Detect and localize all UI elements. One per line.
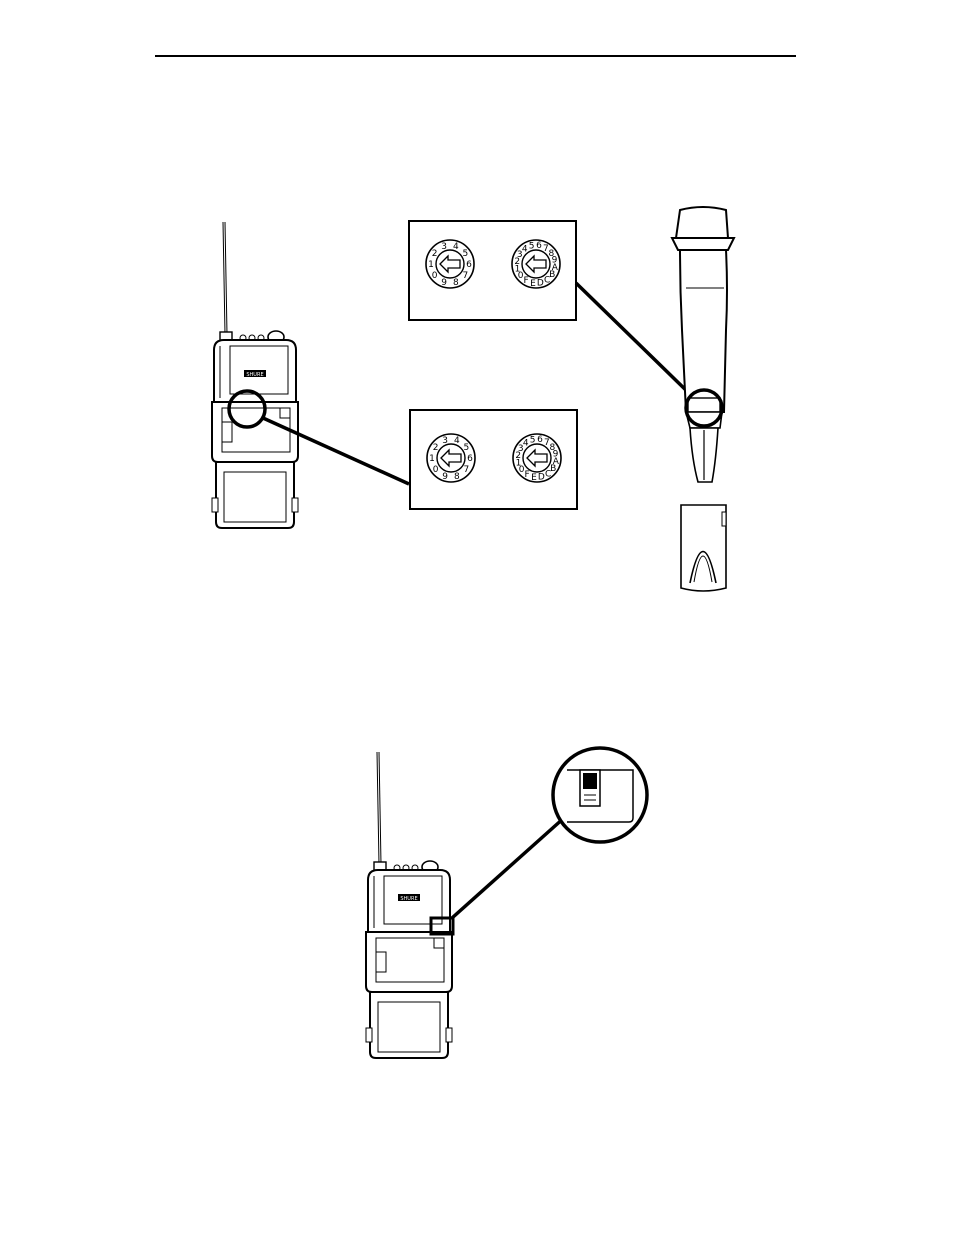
dial-digit: F [524, 276, 529, 286]
bodypack-transmitter-top: SHURE [210, 220, 300, 530]
dial-digit: 8 [550, 443, 556, 453]
callout-circle-bodypack [227, 389, 267, 429]
dial-digit: 2 [433, 443, 439, 453]
callout-line-switch [450, 815, 567, 920]
dial-digit: C [544, 275, 550, 285]
dial-digit: E [531, 473, 537, 483]
dial-digit: 1 [515, 264, 521, 274]
dial-digit: 0 [432, 271, 438, 281]
callout-line-bodypack [262, 416, 410, 486]
header-rule [155, 55, 796, 57]
dial-digit: F [525, 470, 530, 480]
dial-digit: 6 [536, 241, 542, 251]
dial-digit: 8 [454, 472, 460, 482]
dial-digit: D [537, 279, 544, 289]
dial-digit: 3 [517, 250, 523, 260]
dial-digit: 1 [429, 454, 435, 464]
dial-digit: A [552, 263, 559, 273]
dial-digit: 9 [552, 256, 558, 266]
dial-digit: 4 [454, 436, 460, 446]
dial-digit: 3 [442, 436, 448, 446]
dial-digit: D [538, 473, 545, 483]
dial-digit: 4 [523, 439, 529, 449]
dial-digit: E [530, 279, 536, 289]
dial-digit: 1 [516, 458, 522, 468]
dial-digit: 5 [529, 242, 535, 252]
switch-slider [583, 773, 597, 789]
dial-digit: 6 [537, 435, 543, 445]
bodypack-brand-label-top: SHURE [246, 372, 263, 378]
dial-digit: 7 [543, 244, 549, 254]
dial-digit: 1 [428, 260, 434, 270]
dial-digit: 3 [441, 242, 447, 252]
switch-highlight-box [429, 916, 455, 936]
dial-digit: A [553, 457, 560, 467]
dial-digit: 8 [549, 249, 555, 259]
bodypack-brand-label-bottom: SHURE [400, 896, 417, 902]
dial-digit: C [545, 469, 551, 479]
dial-digit: 9 [441, 278, 447, 288]
dial-digit: 5 [463, 249, 469, 259]
dial-digit: 5 [464, 443, 470, 453]
bodypack-transmitter-bottom: SHURE [364, 750, 454, 1060]
dial-digit: 6 [466, 260, 472, 270]
dial-digit: 0 [519, 465, 525, 475]
dial-digit: 2 [515, 451, 521, 461]
dial-digit: 4 [453, 242, 459, 252]
dial-digit: 7 [544, 438, 550, 448]
dial-digit: 8 [453, 278, 459, 288]
dial-digit: B [549, 270, 555, 280]
dial-digit: 4 [522, 245, 528, 255]
handheld-battery-cup [680, 504, 727, 592]
dial-digit: 6 [467, 454, 473, 464]
dial-digit: 0 [433, 465, 439, 475]
handheld-microphone [670, 206, 736, 483]
switch-magnifier [551, 746, 649, 844]
dial-digit: B [550, 464, 556, 474]
dial-digit: 2 [514, 257, 520, 267]
dial-digit: 3 [518, 444, 524, 454]
dial-digit: 9 [553, 450, 559, 460]
dial-digit: 7 [463, 271, 469, 281]
callout-circle-handheld [684, 388, 724, 428]
dial-digit: 5 [530, 436, 536, 446]
dial-digit: 0 [518, 271, 524, 281]
dial-digit: 2 [432, 249, 438, 259]
callout-line-handheld [574, 281, 694, 398]
dial-digit: 9 [442, 472, 448, 482]
dial-digit: 7 [464, 465, 470, 475]
